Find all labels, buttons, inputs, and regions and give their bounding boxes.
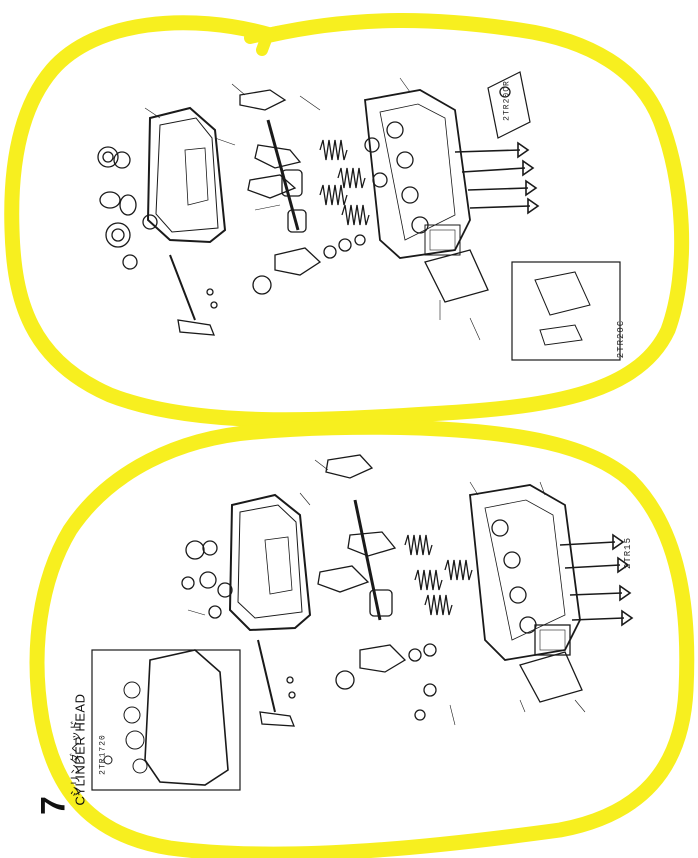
oil-filler-parts-bottom — [181, 540, 233, 619]
lever-linkage-top — [169, 254, 218, 336]
callout-code-bottom: 2TR1720 — [98, 734, 108, 775]
highlight-tail-top — [244, 25, 278, 56]
side-plate-bottom — [519, 651, 583, 703]
side-plate-top — [424, 249, 489, 303]
rocker-assembly-top — [239, 89, 307, 233]
highlight-loop-top — [4, 13, 690, 428]
figure-code-top: 2TR20C — [616, 319, 626, 359]
cylinder-head-top — [364, 89, 471, 259]
cylinder-head-bottom — [469, 484, 581, 661]
inset-frame-bottom — [91, 649, 241, 791]
valve-cover-bottom — [228, 493, 312, 632]
valve-cover-top — [146, 106, 227, 244]
leader-lines-top — [144, 77, 481, 341]
inset-frame-top — [511, 261, 621, 361]
valve-springs-bottom — [404, 534, 473, 616]
lever-linkage-bottom — [257, 639, 296, 727]
valves-top — [454, 141, 540, 215]
leader-lines-bottom — [187, 459, 586, 726]
exploded-view-bottom — [91, 454, 634, 791]
figure-code-bottom: 2TR15 — [623, 537, 633, 570]
exploded-view-top — [97, 71, 621, 361]
oil-filler-parts-top — [97, 146, 158, 270]
callout-box-top — [487, 71, 531, 139]
cam-follower-bottom — [335, 643, 437, 721]
highlight-loop-bottom — [29, 419, 695, 858]
cam-follower-top — [252, 234, 366, 295]
valves-bottom — [559, 533, 634, 627]
callout-code-top: 2TR20CR — [502, 80, 512, 121]
page-number: 7 — [34, 796, 73, 815]
page-title-jp: シリンダヘッド — [70, 720, 82, 797]
rocker-assembly-bottom — [317, 454, 397, 621]
